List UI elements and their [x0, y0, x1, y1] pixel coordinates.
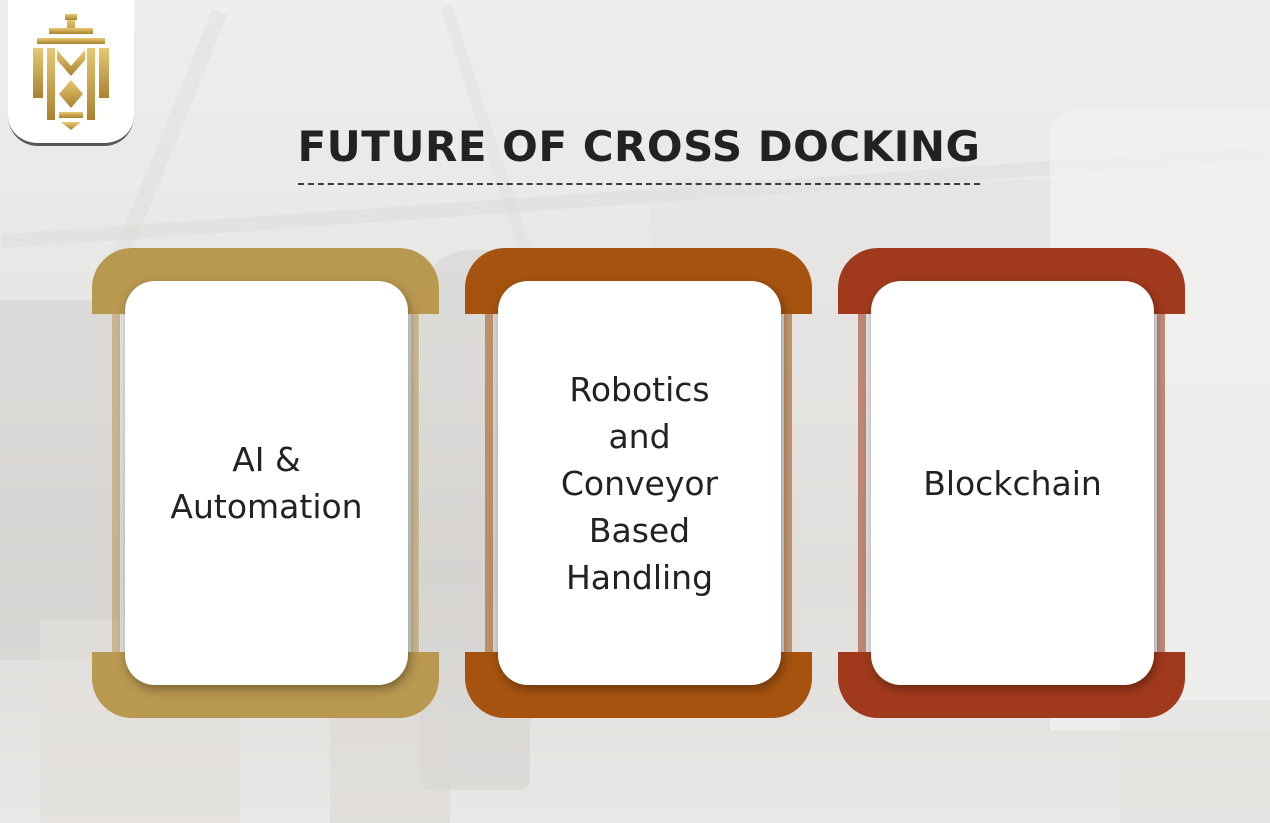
- crown-shield-logo-icon: [33, 13, 109, 130]
- card-side-rail: [112, 308, 120, 658]
- card-panel: AI & Automation: [125, 281, 408, 685]
- card-side-rail: [411, 308, 419, 658]
- card-side-rail: [1157, 308, 1165, 658]
- card-side-rail: [784, 308, 792, 658]
- card-label: AI & Automation: [170, 440, 363, 526]
- card-label: Robotics and Conveyor Based Handling: [560, 369, 719, 597]
- brand-logo: [8, 0, 134, 146]
- card-side-rail: [858, 308, 866, 658]
- background-shelf: [0, 300, 120, 660]
- title-dashed-divider: [298, 183, 980, 185]
- card-blockchain: Blockchain: [838, 248, 1185, 718]
- card-panel: Blockchain: [871, 281, 1154, 685]
- card-label: Blockchain: [923, 463, 1102, 503]
- card-robotics-conveyor: Robotics and Conveyor Based Handling: [465, 248, 812, 718]
- card-panel: Robotics and Conveyor Based Handling: [498, 281, 781, 685]
- card-side-rail: [485, 308, 493, 658]
- background-box: [1120, 700, 1270, 823]
- page-title: FUTURE OF CROSS DOCKING: [297, 122, 981, 171]
- card-ai-automation: AI & Automation: [92, 248, 439, 718]
